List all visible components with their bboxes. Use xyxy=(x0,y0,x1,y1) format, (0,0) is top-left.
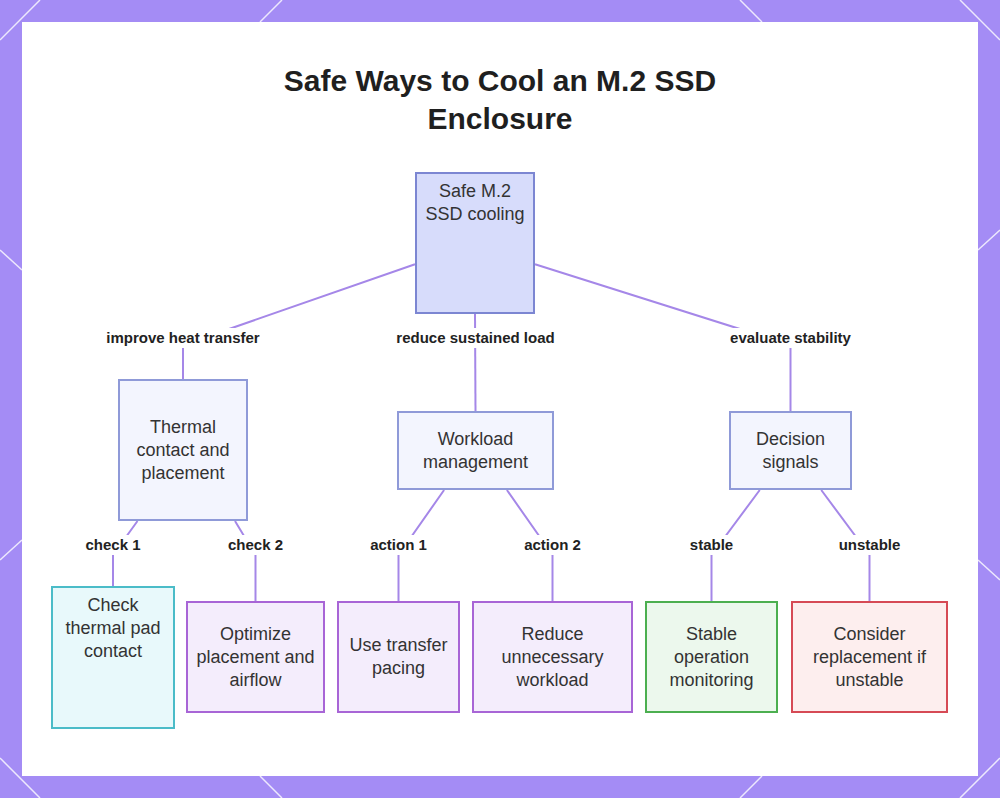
edge-label: improve heat transfer xyxy=(103,328,262,348)
edge-label: stable xyxy=(687,535,736,555)
branch-box: Thermal contact and placement xyxy=(118,379,248,521)
node-text: Workload management xyxy=(407,428,544,474)
branch-box: Decision signals xyxy=(729,411,852,490)
root-box: Safe M.2 SSD cooling xyxy=(415,172,535,314)
leaf-box: Optimize placement and airflow xyxy=(186,601,325,713)
leaf-box: Consider replacement if unstable xyxy=(791,601,948,713)
edge-label: unstable xyxy=(836,535,904,555)
node-text: Thermal contact and placement xyxy=(128,416,238,485)
edge-label: action 1 xyxy=(367,535,430,555)
leaf-box: Reduce unnecessary workload xyxy=(472,601,633,713)
edge-label: reduce sustained load xyxy=(393,328,557,348)
leaf-box: Use transfer pacing xyxy=(337,601,460,713)
leaf-box: Stable operation monitoring xyxy=(645,601,778,713)
node-text: Reduce unnecessary workload xyxy=(482,623,623,692)
edge-label: action 2 xyxy=(521,535,584,555)
edge-label: check 1 xyxy=(82,535,143,555)
connector-line xyxy=(235,521,256,601)
edge-label: check 2 xyxy=(225,535,286,555)
branch-box: Workload management xyxy=(397,411,554,490)
node-text: Optimize placement and airflow xyxy=(196,623,315,692)
node-text: Use transfer pacing xyxy=(347,634,450,680)
edge-label: evaluate stability xyxy=(727,328,854,348)
node-text: Decision signals xyxy=(739,428,842,474)
node-text: Safe M.2 SSD cooling xyxy=(425,180,525,226)
connector-line xyxy=(183,264,415,379)
diagram-title: Safe Ways to Cool an M.2 SSD Enclosure xyxy=(250,62,750,138)
leaf-box: Check thermal pad contact xyxy=(51,586,175,729)
node-text: Stable operation monitoring xyxy=(655,623,768,692)
node-text: Consider replacement if unstable xyxy=(801,623,938,692)
node-text: Check thermal pad contact xyxy=(61,594,165,663)
